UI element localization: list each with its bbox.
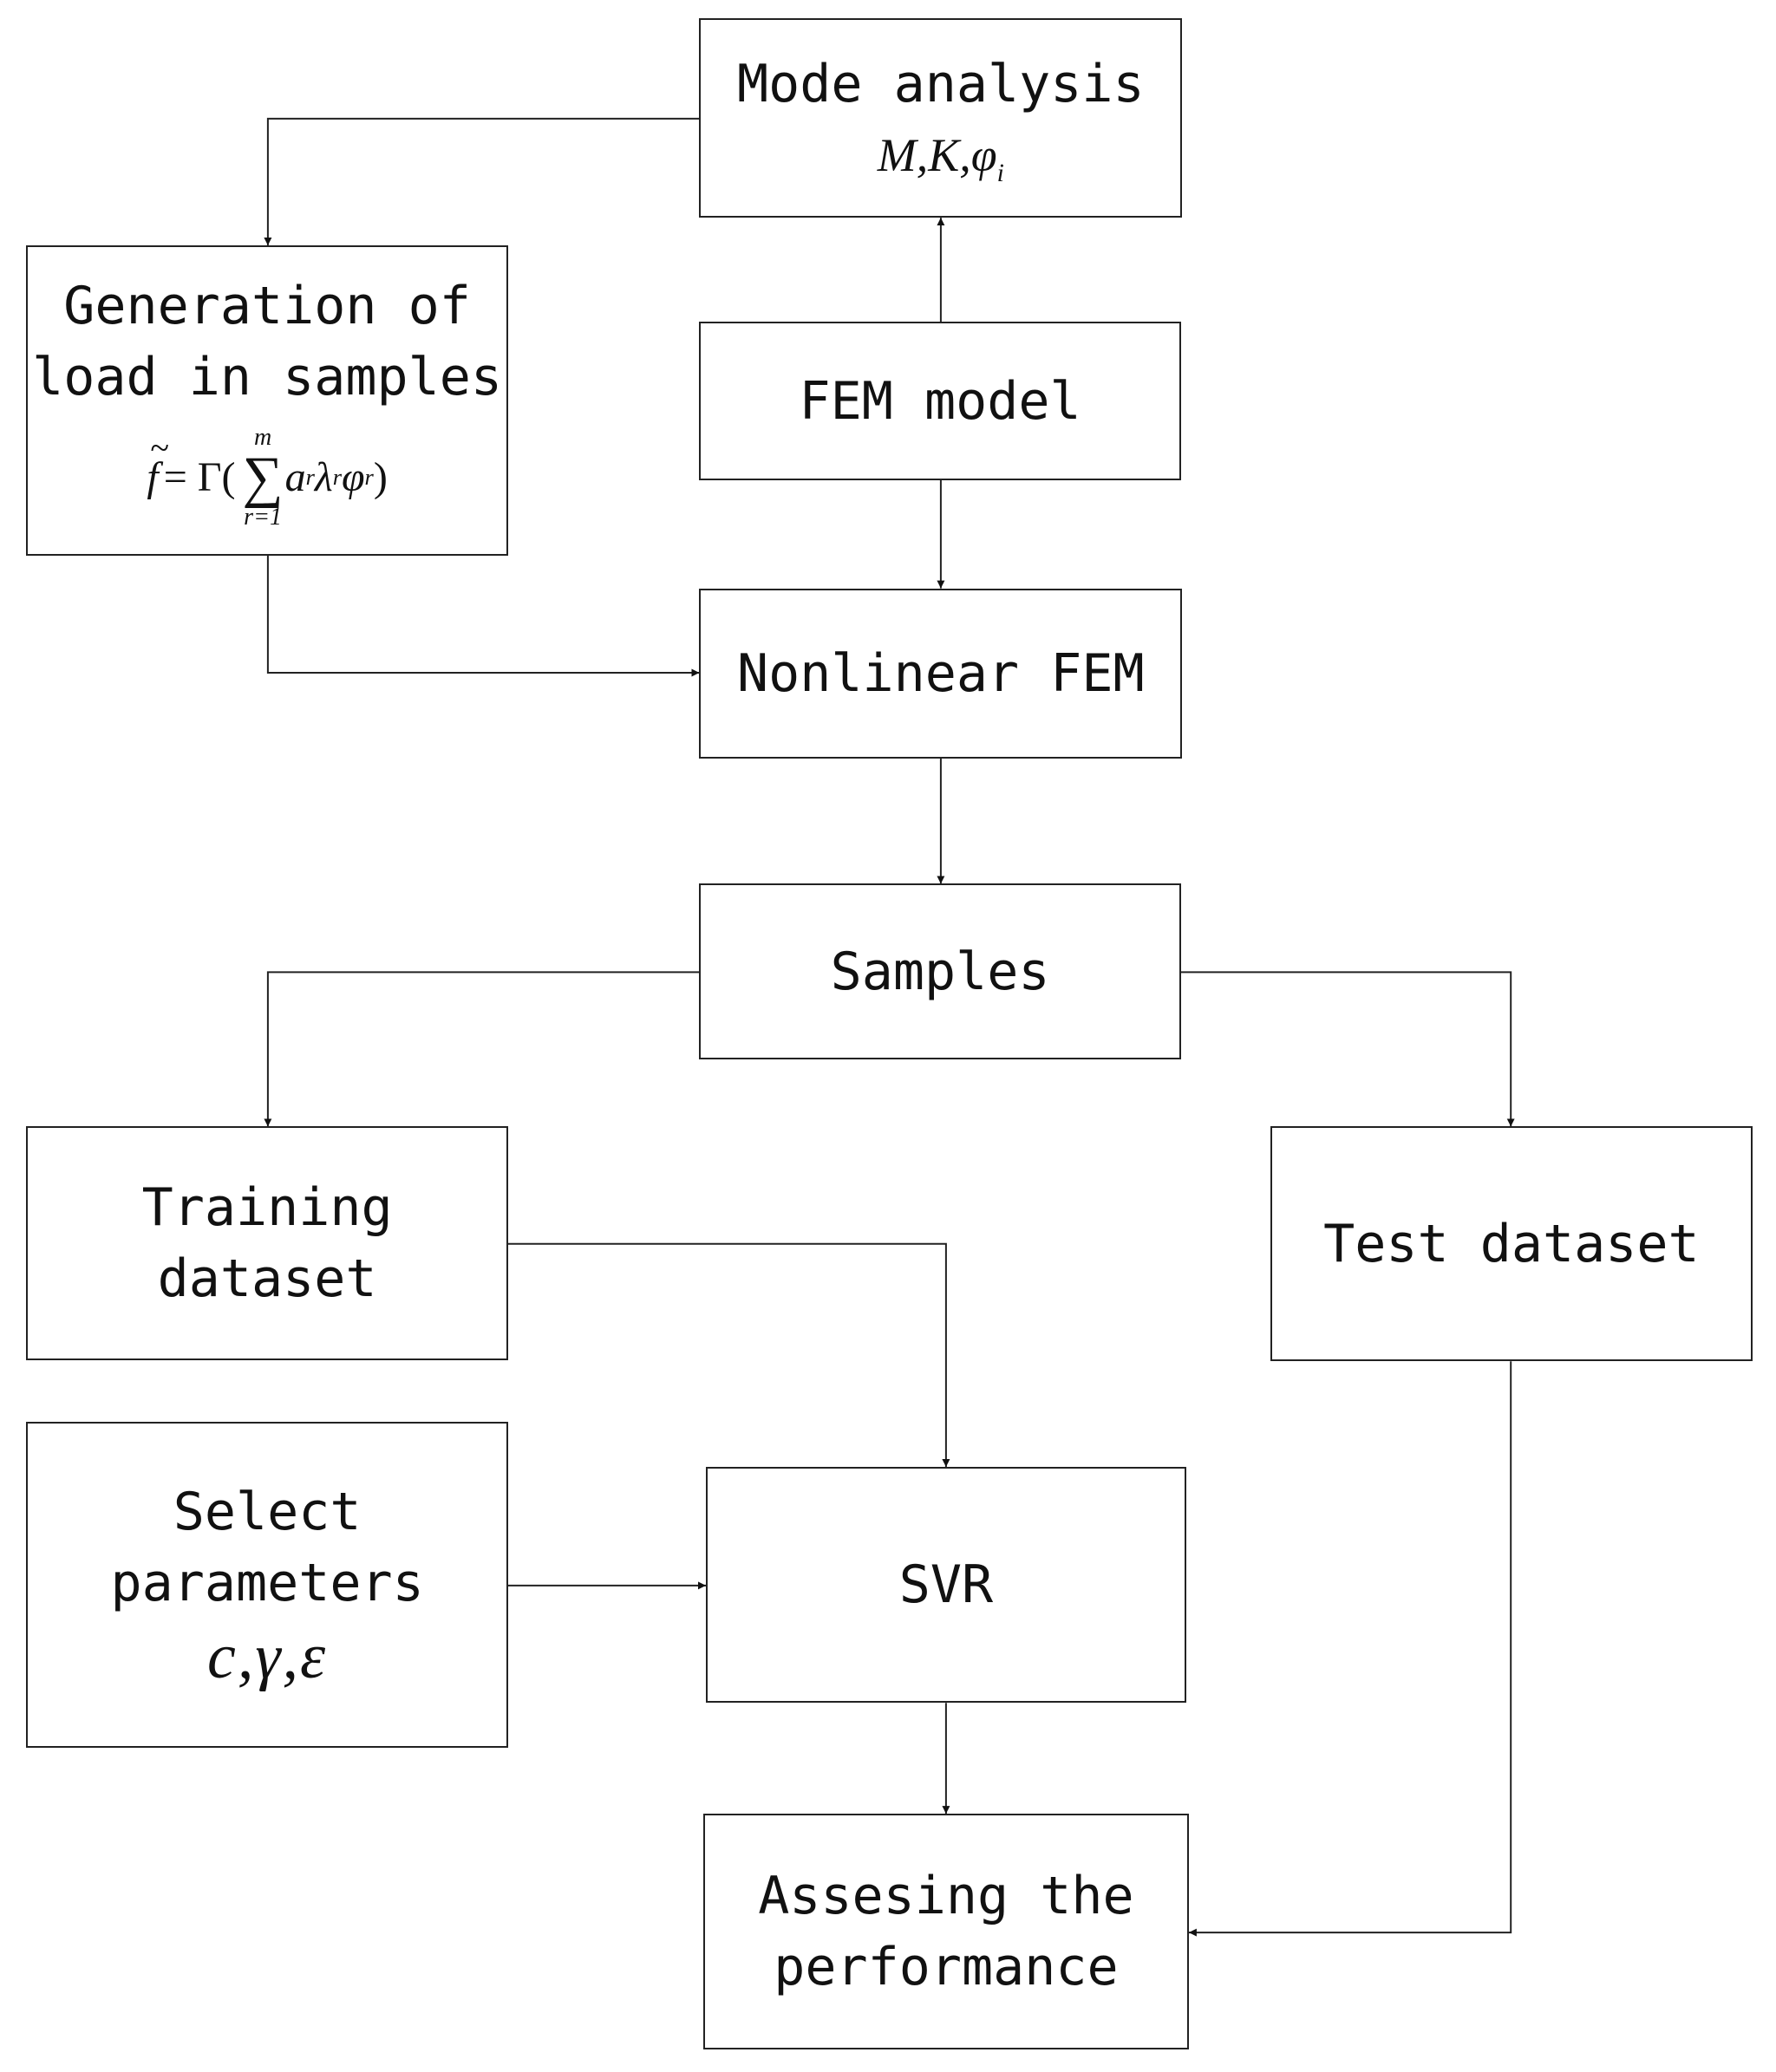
edge-training-to-svr	[507, 1242, 950, 1467]
nonlinear-fem-label: Nonlinear FEM	[737, 642, 1145, 704]
node-samples: Samples	[699, 883, 1181, 1059]
node-nonlinear-fem: Nonlinear FEM	[699, 588, 1183, 759]
edge-mode-to-generation	[264, 117, 700, 245]
edge-samples-to-test	[1180, 971, 1515, 1127]
mode-analysis-label: Mode analysis	[737, 53, 1145, 114]
summation: m ∑ r=1	[242, 423, 284, 531]
node-generation-of-load: Generation of load in samples f = Γ( m ∑…	[26, 245, 508, 556]
node-test-dataset: Test dataset	[1270, 1126, 1753, 1362]
generation-label: Generation of load in samples	[32, 275, 503, 407]
mode-analysis-math: M,K,φi	[877, 128, 1004, 187]
edge-samples-to-training	[264, 971, 700, 1127]
training-label: Training dataset	[141, 1177, 393, 1310]
generation-formula: f = Γ( m ∑ r=1 ar λr φr )	[147, 423, 387, 531]
node-assessing-performance: Assesing the performance	[702, 1814, 1189, 2050]
node-svr: SVR	[706, 1466, 1186, 1704]
fem-model-label: FEM model	[799, 370, 1081, 432]
test-label: Test dataset	[1323, 1213, 1700, 1274]
samples-label: Samples	[830, 941, 1050, 1002]
assess-label: Assesing the performance	[758, 1866, 1134, 1998]
svr-label: SVR	[898, 1554, 994, 1616]
select-math: c,γ,ε	[207, 1620, 328, 1692]
select-label: Select parameters	[110, 1481, 424, 1613]
node-select-parameters: Select parameters c,γ,ε	[26, 1422, 508, 1749]
edge-test-to-assess	[1188, 1361, 1512, 1937]
node-fem-model: FEM model	[699, 322, 1181, 480]
edge-generation-to-nonlinear	[266, 555, 700, 677]
node-mode-analysis: Mode analysis M,K,φi	[699, 18, 1183, 218]
node-training-dataset: Training dataset	[26, 1126, 508, 1360]
